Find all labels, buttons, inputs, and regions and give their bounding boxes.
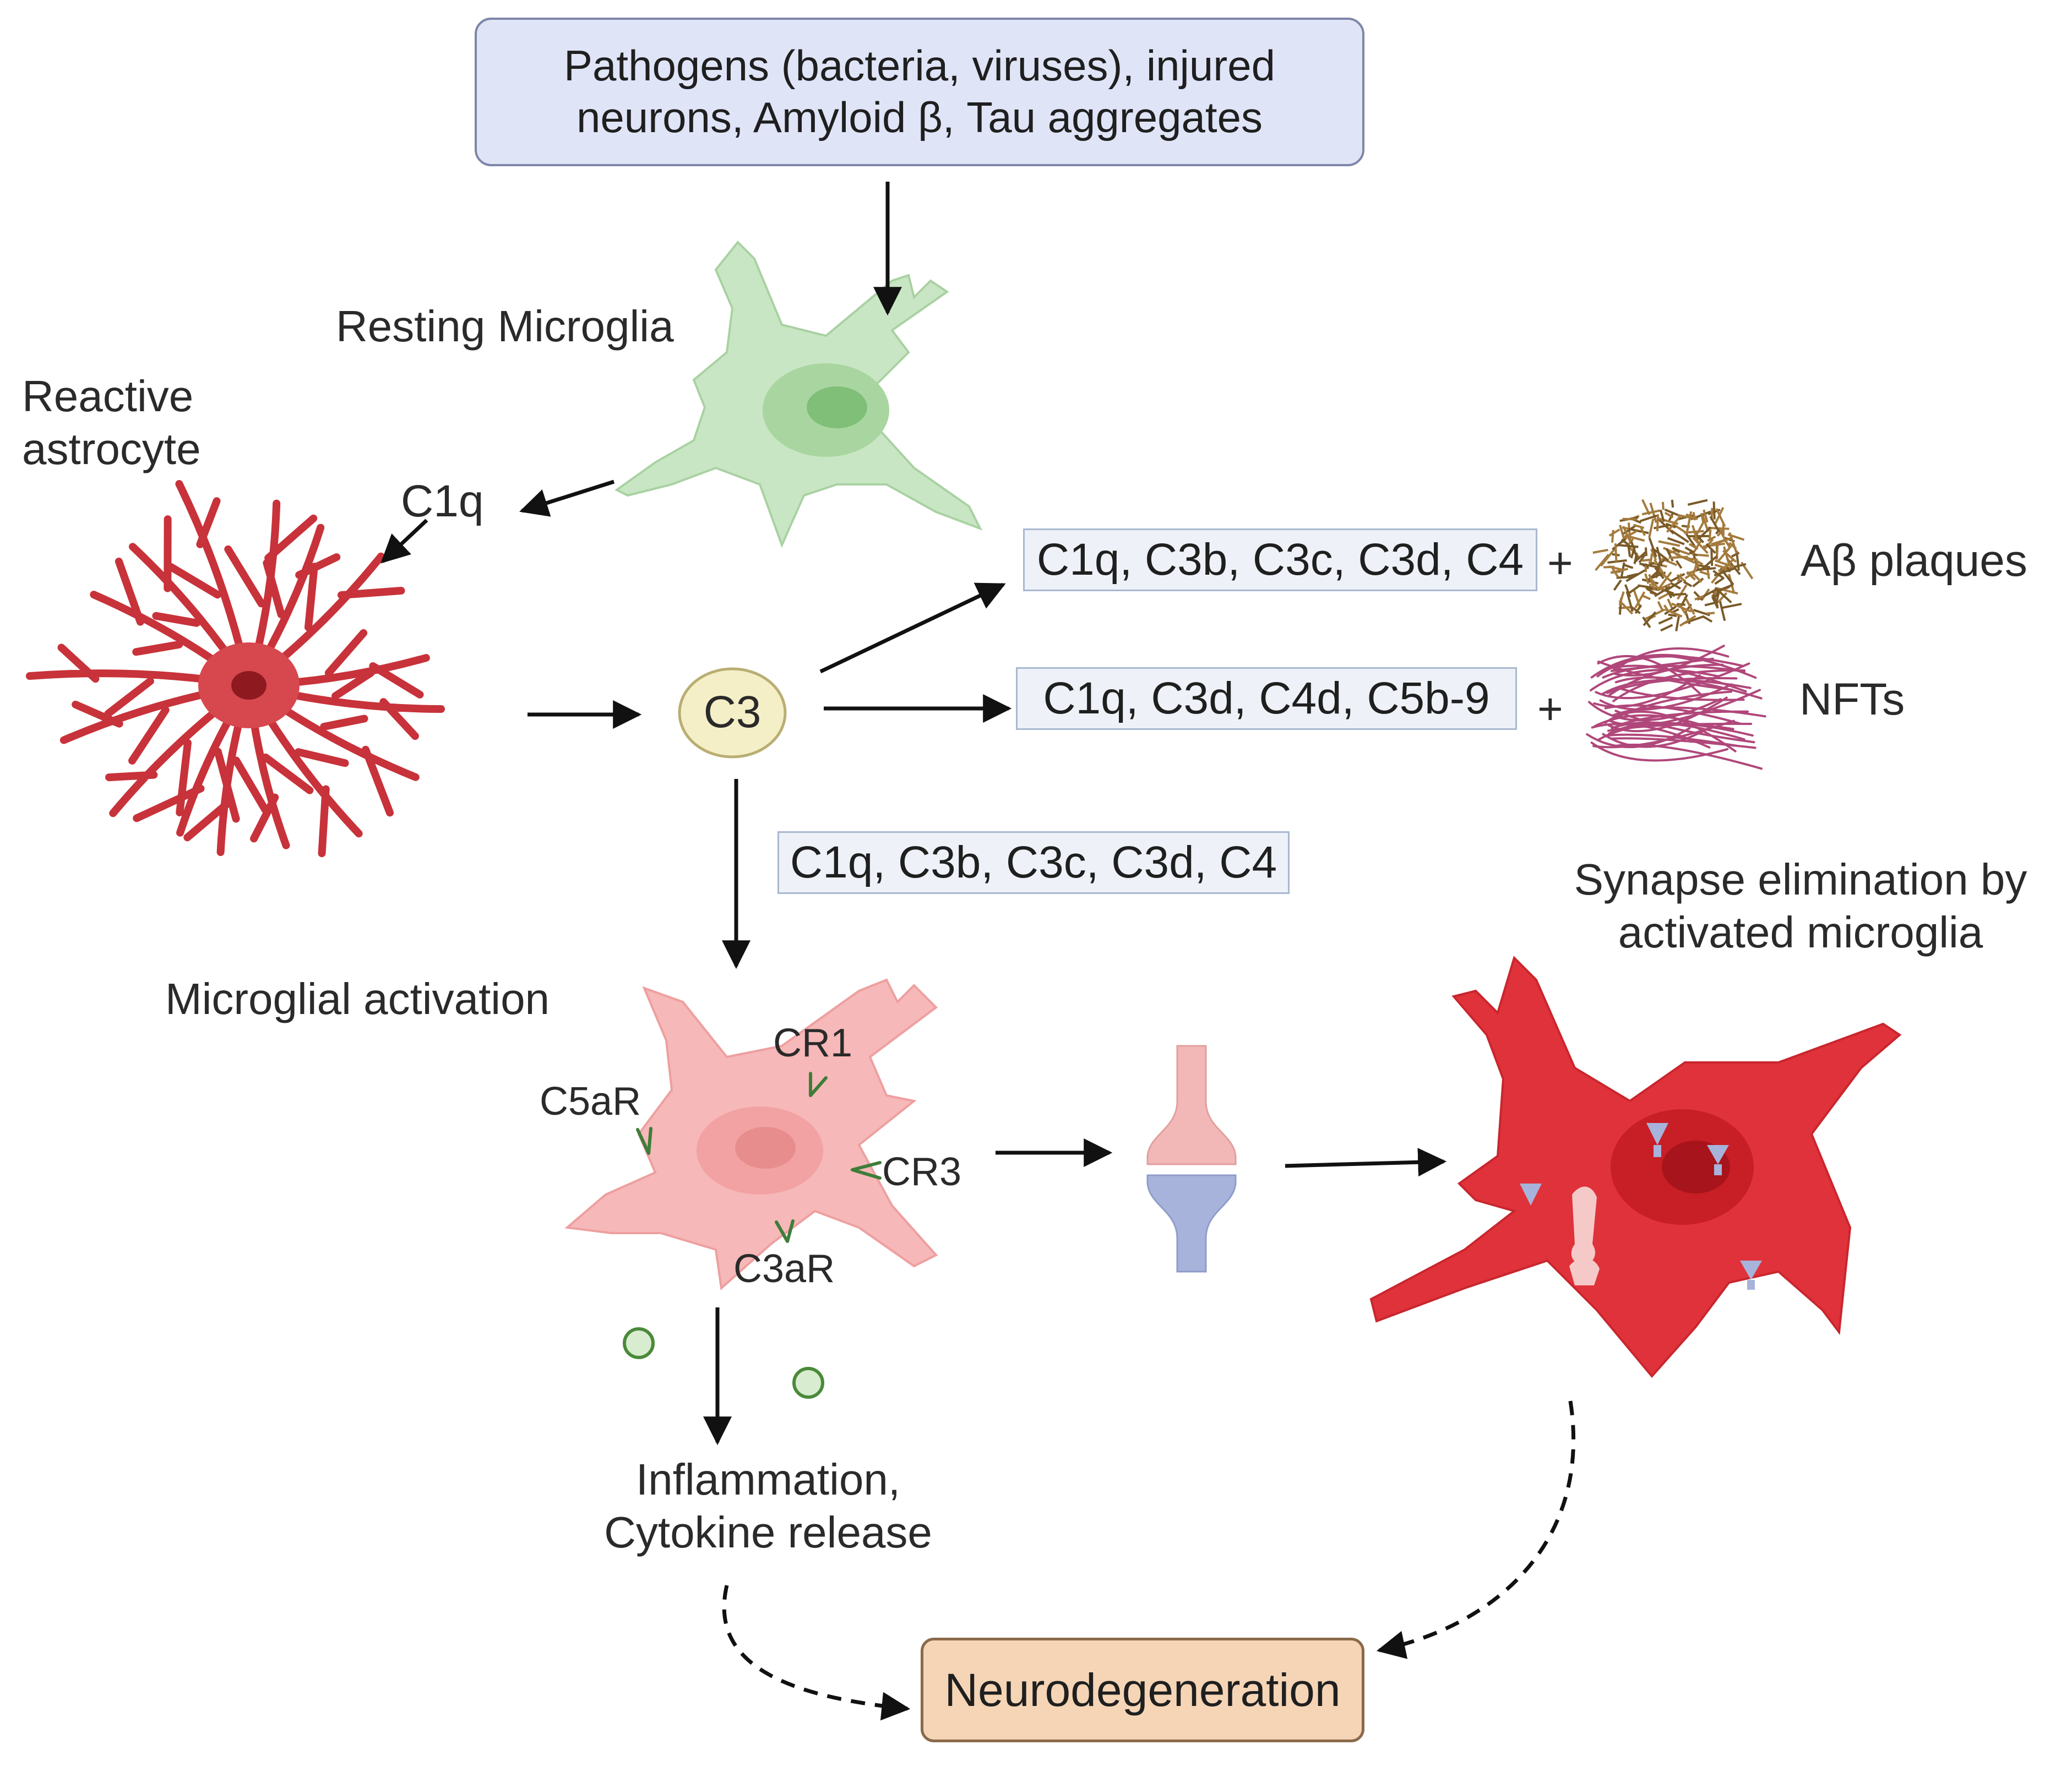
arrow-elimination-to-neurodegeneration — [1376, 1400, 1576, 1659]
receptor-c3ar-label: C3aR — [733, 1247, 835, 1291]
cytokine-icon — [623, 1327, 655, 1359]
receptor-c5ar-icon — [636, 1127, 652, 1155]
activation-complement-box: C1q, C3b, C3c, C3d, C4 — [777, 831, 1290, 894]
reactive-astrocyte-line-2: astrocyte — [22, 424, 201, 473]
receptor-c3ar-icon — [775, 1219, 795, 1243]
plus-sign-nfts: + — [1537, 684, 1563, 733]
stimulus-box: Pathogens (bacteria, viruses), injured n… — [475, 18, 1364, 166]
nft-complement-box-bg — [1016, 667, 1517, 730]
resting-microglia-icon — [614, 241, 983, 548]
activated-microglia-icon — [564, 978, 938, 1290]
activation-complement-box-bg — [777, 831, 1290, 894]
receptor-cr3-label: CR3 — [882, 1150, 962, 1194]
nft-complement-box: C1q, C3d, C4d, C5b-9 — [1016, 667, 1517, 730]
arrow-synapse-to-elimination — [1285, 1148, 1447, 1177]
receptor-cr1-icon — [809, 1072, 828, 1097]
stimulus-line-1: Pathogens (bacteria, viruses), injured — [564, 41, 1275, 90]
cytokine-icon — [792, 1367, 824, 1399]
synapse-icon — [1146, 1045, 1237, 1273]
plaque-complement-box: C1q, C3b, C3c, C3d, C4 — [1023, 528, 1537, 591]
microglial-activation-label: Microglial activation — [165, 974, 550, 1023]
arrow-c1q-to-astrocyte — [380, 519, 428, 564]
receptor-c5ar-label: C5aR — [540, 1079, 641, 1124]
inflammation-label: Inflammation, Cytokine release — [567, 1453, 969, 1559]
arrow-c3-to-plaque-complement — [819, 582, 1006, 674]
plus-sign-plaques: + — [1547, 538, 1573, 587]
c1q-label: C1q — [401, 476, 484, 526]
receptor-cr1-label: CR1 — [773, 1021, 853, 1065]
plaques-label: Aβ plaques — [1801, 536, 2027, 586]
nft-label: NFTs — [1799, 674, 1905, 724]
reactive-astrocyte-line-1: Reactive — [22, 372, 194, 421]
synapse-elimination-line-2: activated microglia — [1618, 908, 1983, 957]
synapse-elimination-line-1: Synapse elimination by — [1574, 855, 2027, 904]
c3-node — [678, 667, 787, 759]
reactive-astrocyte-label: Reactive astrocyte — [22, 370, 201, 476]
c3-label: C3 — [703, 687, 762, 737]
arrow-inflammation-to-neurodegeneration — [722, 1585, 911, 1721]
resting-microglia-label: Resting Microglia — [336, 302, 674, 351]
stimulus-line-2: neurons, Amyloid β, Tau aggregates — [577, 93, 1263, 141]
reactive-astrocyte-icon — [25, 480, 445, 858]
inflammation-line-2: Cytokine release — [604, 1508, 932, 1557]
synapse-elimination-label: Synapse elimination by activated microgl… — [1531, 853, 2070, 959]
eliminating-microglia-icon — [1369, 956, 1902, 1378]
neurodegeneration-box: Neurodegeneration — [921, 1638, 1364, 1742]
receptor-cr3-icon — [851, 1161, 882, 1180]
plaque-complement-box-bg — [1023, 528, 1537, 591]
nft-icon — [1586, 645, 1766, 770]
inflammation-line-1: Inflammation, — [635, 1455, 901, 1504]
arrow-microglia-to-c1q — [519, 479, 615, 517]
plaque-icon — [1592, 499, 1754, 632]
